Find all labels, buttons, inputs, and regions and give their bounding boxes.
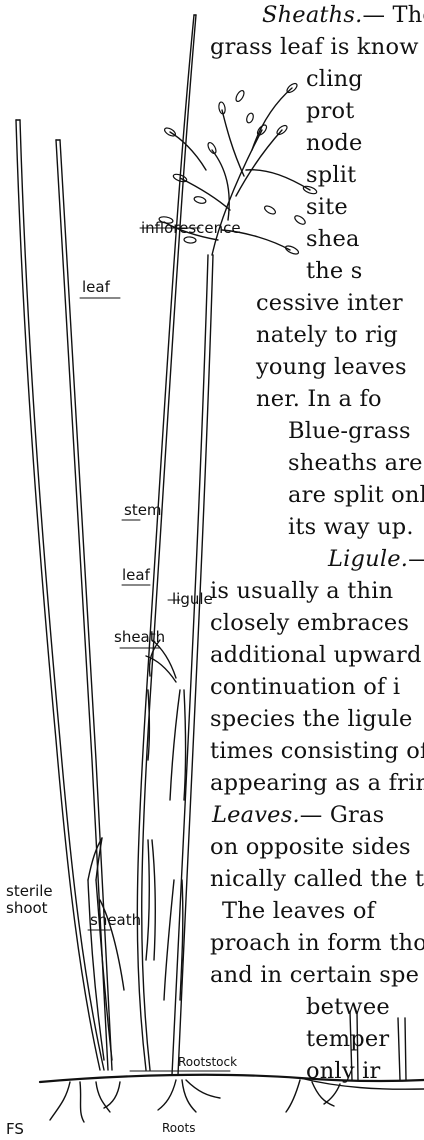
text-run: prot bbox=[306, 98, 355, 124]
text-run: The leaves of bbox=[222, 898, 375, 924]
label-ligule: ligule bbox=[172, 590, 213, 608]
text-run: betwee bbox=[306, 994, 390, 1020]
text-line: sheaths are bbox=[288, 452, 423, 475]
text-run: nately to rig bbox=[256, 322, 398, 348]
text-line: Ligule.— bbox=[328, 548, 424, 571]
text-line: grass leaf is know bbox=[210, 36, 419, 59]
text-run: proach in form tho bbox=[210, 930, 424, 956]
text-line: and in certain spe bbox=[210, 964, 419, 987]
text-run: shea bbox=[306, 226, 360, 252]
label-roots: Roots bbox=[162, 1121, 195, 1135]
text-run: is usually a thin bbox=[210, 578, 393, 604]
text-line: times consisting of bbox=[210, 740, 424, 763]
text-line: Sheaths.— The bbox=[262, 4, 424, 27]
text-line: young leaves bbox=[256, 356, 407, 379]
label-sheath-upper: sheath bbox=[114, 628, 165, 646]
text-line: shea bbox=[306, 228, 360, 251]
text-run: on opposite sides bbox=[210, 834, 411, 860]
text-run: sheaths are bbox=[288, 450, 423, 476]
text-line: cessive inter bbox=[256, 292, 403, 315]
text-run: nically called the t bbox=[210, 866, 424, 892]
text-run: node bbox=[306, 130, 363, 156]
italic-heading: Leaves. bbox=[212, 802, 300, 828]
text-line: The leaves of bbox=[222, 900, 375, 923]
label-sterile: sterile bbox=[6, 882, 53, 900]
text-run: — bbox=[408, 546, 424, 572]
text-line: additional upward bbox=[210, 644, 422, 667]
text-line: nately to rig bbox=[256, 324, 398, 347]
text-line: split bbox=[306, 164, 356, 187]
text-run: additional upward bbox=[210, 642, 422, 668]
text-line: are split onl bbox=[288, 484, 424, 507]
text-run: the s bbox=[306, 258, 363, 284]
text-line: prot bbox=[306, 100, 355, 123]
text-run: its way up. bbox=[288, 514, 414, 540]
text-line: temper bbox=[306, 1028, 389, 1051]
text-run: site bbox=[306, 194, 348, 220]
text-line: closely embraces bbox=[210, 612, 409, 635]
text-line: nically called the t bbox=[210, 868, 424, 891]
text-run: temper bbox=[306, 1026, 389, 1052]
text-line: cling bbox=[306, 68, 363, 91]
text-line: only ir bbox=[306, 1060, 380, 1083]
label-sheath-lower: sheath bbox=[90, 911, 141, 929]
text-run: ner. In a fo bbox=[256, 386, 382, 412]
text-run: only ir bbox=[306, 1058, 380, 1084]
text-line: betwee bbox=[306, 996, 390, 1019]
label-stem: stem bbox=[124, 501, 162, 519]
text-line: node bbox=[306, 132, 363, 155]
italic-heading: Sheaths. bbox=[262, 2, 362, 28]
label-leaf-upper: leaf bbox=[82, 278, 111, 296]
text-line: continuation of i bbox=[210, 676, 400, 699]
text-run: appearing as a frin bbox=[210, 770, 424, 796]
text-line: Blue-grass bbox=[288, 420, 411, 443]
text-line: is usually a thin bbox=[210, 580, 393, 603]
text-line: species the ligule bbox=[210, 708, 412, 731]
text-run: — Gras bbox=[300, 802, 385, 828]
text-run: — The bbox=[362, 2, 424, 28]
illustrator-monogram: FS bbox=[6, 1120, 24, 1138]
text-line: Leaves.— Gras bbox=[212, 804, 384, 827]
text-line: proach in form tho bbox=[210, 932, 424, 955]
text-run: continuation of i bbox=[210, 674, 400, 700]
text-line: the s bbox=[306, 260, 363, 283]
text-run: cessive inter bbox=[256, 290, 403, 316]
text-line: appearing as a frin bbox=[210, 772, 424, 795]
text-run: are split onl bbox=[288, 482, 424, 508]
label-rootstock: Rootstock bbox=[178, 1055, 237, 1069]
text-run: species the ligule bbox=[210, 706, 412, 732]
text-line: on opposite sides bbox=[210, 836, 411, 859]
text-run: grass leaf is know bbox=[210, 34, 419, 60]
italic-heading: Ligule. bbox=[328, 546, 408, 572]
text-run: Blue-grass bbox=[288, 418, 411, 444]
text-line: site bbox=[306, 196, 348, 219]
label-shoot: shoot bbox=[6, 899, 48, 917]
text-line: its way up. bbox=[288, 516, 414, 539]
text-run: split bbox=[306, 162, 356, 188]
text-run: times consisting of bbox=[210, 738, 424, 764]
text-run: cling bbox=[306, 66, 363, 92]
label-inflorescence: inflorescence bbox=[141, 219, 241, 237]
text-line: ner. In a fo bbox=[256, 388, 382, 411]
text-run: young leaves bbox=[256, 354, 407, 380]
text-run: closely embraces bbox=[210, 610, 409, 636]
label-leaf-lower: leaf bbox=[122, 566, 151, 584]
text-run: and in certain spe bbox=[210, 962, 419, 988]
